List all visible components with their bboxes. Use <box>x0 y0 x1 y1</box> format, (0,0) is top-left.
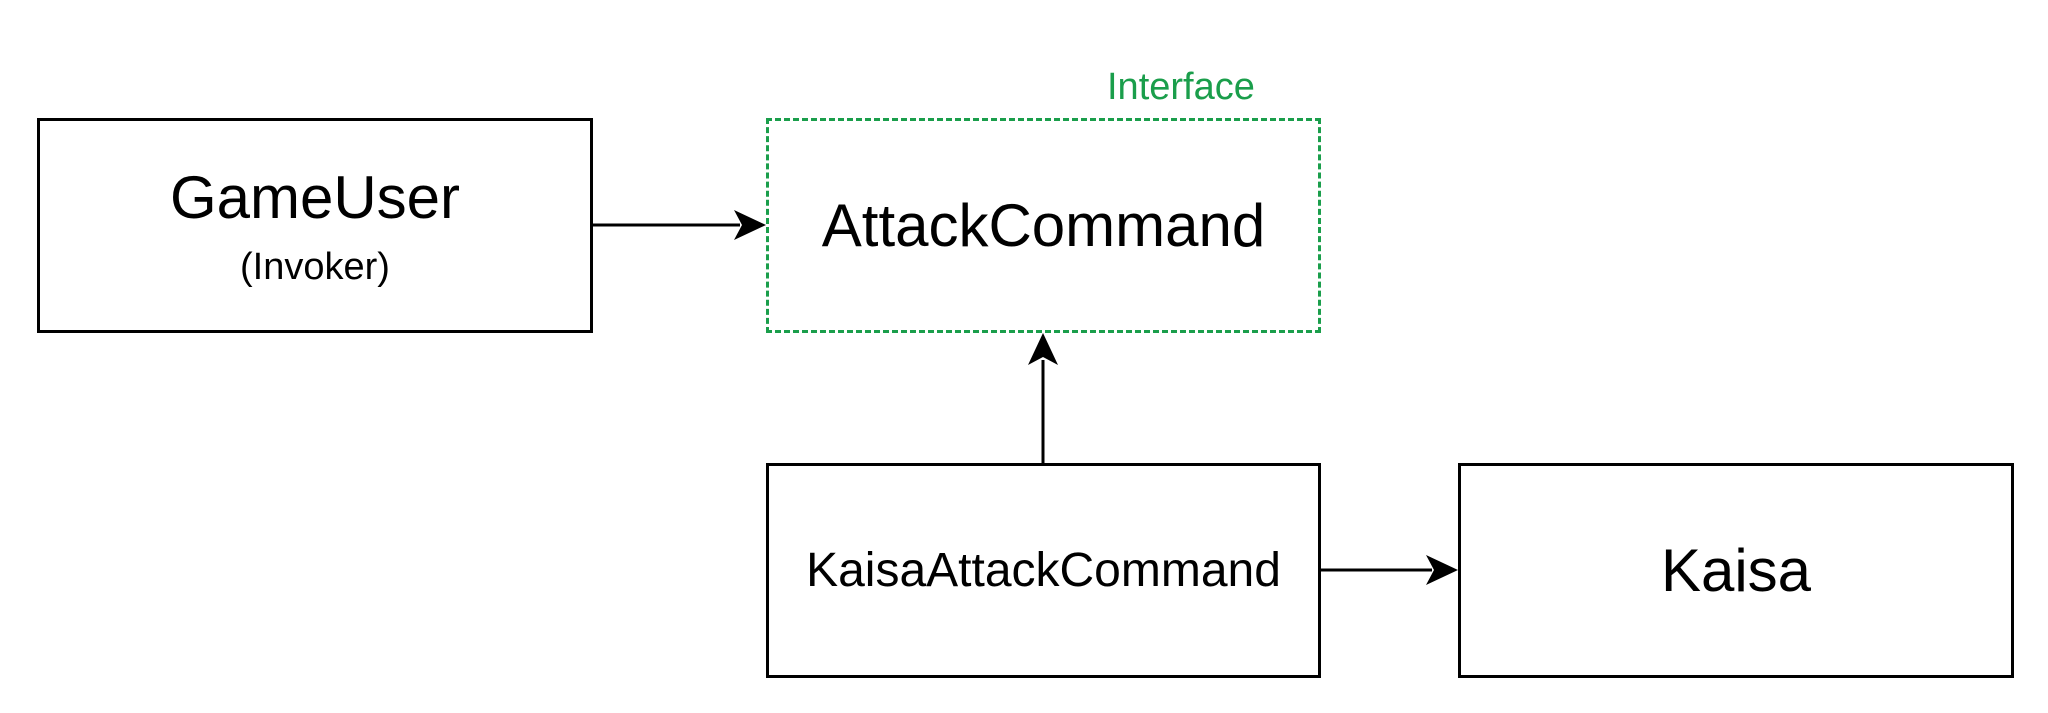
interface-stereotype-label: Interface <box>1107 66 1255 108</box>
node-kaisa-attack-command-title: KaisaAttackCommand <box>806 543 1281 597</box>
edge-kaisacmd-to-attack <box>1028 333 1058 463</box>
arrowhead-icon <box>1028 333 1058 365</box>
node-kaisa-attack-command[interactable]: KaisaAttackCommand <box>766 463 1321 678</box>
edge-kaisacmd-to-kaisa <box>1321 555 1458 585</box>
arrowhead-icon <box>1426 555 1458 585</box>
edge-gameuser-to-attack <box>593 210 766 240</box>
node-gameuser-subtitle: (Invoker) <box>240 245 390 288</box>
node-kaisa[interactable]: Kaisa <box>1458 463 2014 678</box>
node-kaisa-title: Kaisa <box>1660 537 1812 604</box>
node-attack-command[interactable]: AttackCommand <box>766 118 1321 333</box>
arrowhead-icon <box>734 210 766 240</box>
node-gameuser[interactable]: GameUser (Invoker) <box>37 118 593 333</box>
node-attack-command-title: AttackCommand <box>821 192 1266 259</box>
node-gameuser-title: GameUser <box>169 163 461 231</box>
